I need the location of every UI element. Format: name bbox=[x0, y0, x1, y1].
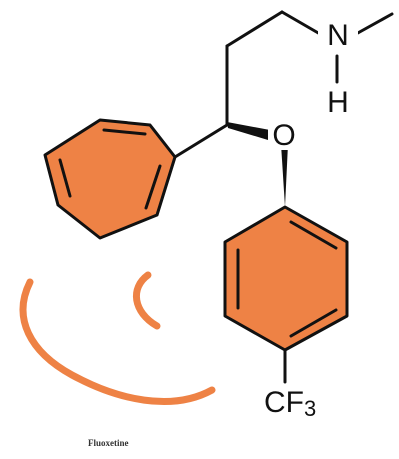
freehand-stroke-icon bbox=[19, 278, 216, 405]
cf3-subscript: 3 bbox=[304, 396, 316, 421]
bond-stereo-c-phenyl bbox=[173, 123, 229, 159]
oxygen-label: O bbox=[272, 119, 295, 152]
wedge-bond-icon bbox=[281, 144, 288, 207]
phenyl-inner-bond bbox=[144, 164, 162, 210]
phenyl-inner-bond bbox=[58, 158, 72, 198]
molecule-caption: Fluoxetine bbox=[88, 438, 129, 448]
benzene-ring-icon bbox=[43, 118, 177, 240]
trifluoromethylphenyl-ring bbox=[223, 205, 349, 352]
bond-ch2-ch2 bbox=[225, 10, 284, 48]
hydrogen-label: H bbox=[327, 86, 349, 119]
phenyl-inner-bond bbox=[102, 128, 147, 136]
lower-ring-inner-bond bbox=[289, 220, 338, 250]
freehand-stroke-icon bbox=[132, 271, 161, 330]
benzene-ring-icon bbox=[223, 205, 349, 352]
lower-ring-inner-bond bbox=[289, 308, 338, 338]
cf3-label: CF3 bbox=[264, 386, 316, 421]
n-label-background bbox=[318, 14, 358, 54]
cf3-prefix: CF bbox=[264, 386, 304, 419]
o-label-background bbox=[268, 120, 300, 150]
bond-n-methyl bbox=[354, 12, 394, 36]
nitrogen-label: N bbox=[327, 19, 349, 52]
wedge-bond-icon bbox=[227, 122, 270, 140]
bond-ch2-n bbox=[280, 10, 322, 36]
phenyl-ring bbox=[43, 118, 177, 240]
